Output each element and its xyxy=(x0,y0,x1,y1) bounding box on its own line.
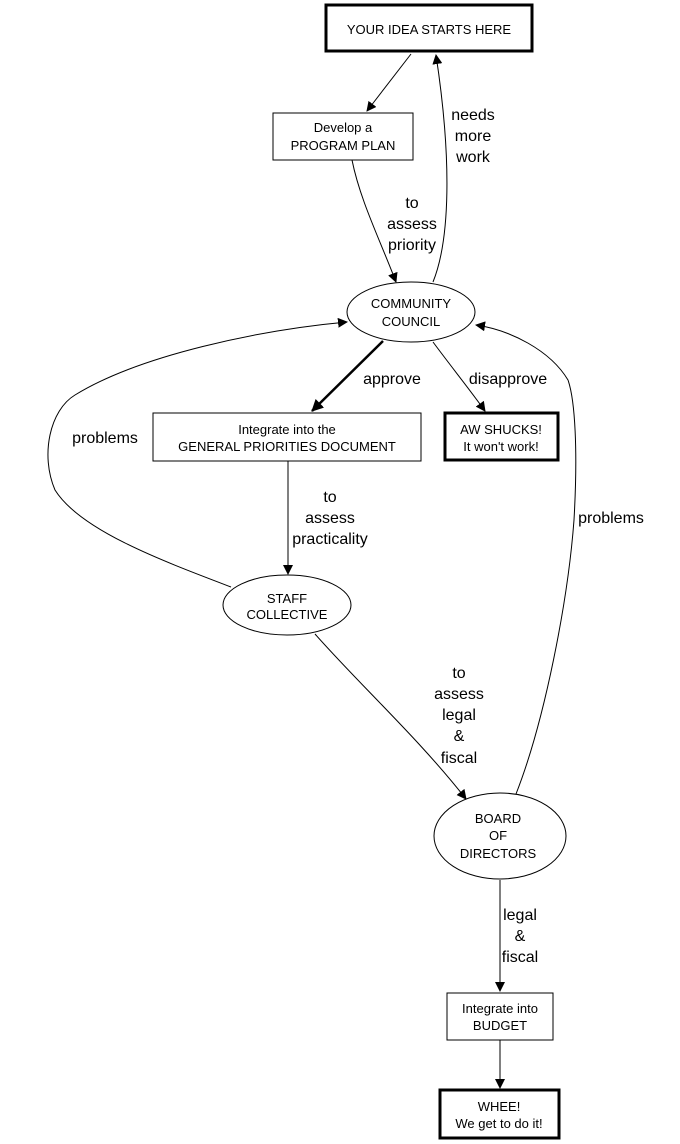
label-line: fiscal xyxy=(441,750,477,767)
node-board-line-3: DIRECTORS xyxy=(460,846,537,861)
label-line: assess xyxy=(305,510,355,527)
node-plan: Develop a PROGRAM PLAN xyxy=(272,112,414,161)
edge-label-disapprove: disapprove xyxy=(469,371,547,388)
node-shucks: AW SHUCKS! It won't work! xyxy=(443,411,560,462)
edge-plan-to-council xyxy=(351,159,398,283)
edge-label-assess-legal-fiscal: to assess legal & fiscal xyxy=(434,665,484,767)
label-line: problems xyxy=(578,510,644,527)
node-gpd-line-1: Integrate into the xyxy=(238,422,336,437)
node-budget-line-1: Integrate into xyxy=(462,1001,538,1016)
label-line: & xyxy=(515,928,526,945)
node-council-line-2: COUNCIL xyxy=(382,314,441,329)
label-line: priority xyxy=(388,237,436,254)
edges xyxy=(47,53,577,1089)
node-whee: WHEE! We get to do it! xyxy=(438,1088,561,1140)
label-line: needs xyxy=(451,107,495,124)
node-staff-line-2: COLLECTIVE xyxy=(247,607,328,622)
node-staff-line-1: STAFF xyxy=(267,591,307,606)
edge-label-needs-more-work: needs more work xyxy=(451,107,495,166)
label-line: assess xyxy=(387,216,437,233)
node-idea: YOUR IDEA STARTS HERE xyxy=(324,3,534,53)
edge-council-to-gpd xyxy=(311,340,384,412)
label-line: assess xyxy=(434,686,484,703)
edge-label-approve: approve xyxy=(363,371,421,388)
node-plan-line-2: PROGRAM PLAN xyxy=(291,138,396,153)
edge-label-assess-priority: to assess priority xyxy=(387,195,437,254)
node-gpd-line-2: GENERAL PRIORITIES DOCUMENT xyxy=(178,439,396,454)
label-line: more xyxy=(455,128,492,145)
node-shucks-line-2: It won't work! xyxy=(463,439,538,454)
label-line: practicality xyxy=(292,531,368,548)
edge-council-to-shucks xyxy=(432,341,486,412)
label-line: disapprove xyxy=(469,371,547,388)
label-line: to xyxy=(323,489,336,506)
node-council: COMMUNITY COUNCIL xyxy=(346,281,476,343)
node-budget-line-2: BUDGET xyxy=(473,1018,527,1033)
node-board-line-1: BOARD xyxy=(475,811,521,826)
label-line: to xyxy=(452,665,465,682)
edge-label-legal-fiscal: legal & fiscal xyxy=(502,907,538,966)
edge-label-problems-right: problems xyxy=(578,510,644,527)
node-council-line-1: COMMUNITY xyxy=(371,296,451,311)
node-idea-line-1: YOUR IDEA STARTS HERE xyxy=(347,22,512,37)
edge-board-to-council xyxy=(475,321,577,795)
edge-staff-to-council xyxy=(47,317,348,588)
node-whee-line-2: We get to do it! xyxy=(455,1116,542,1131)
node-staff: STAFF COLLECTIVE xyxy=(222,574,352,636)
label-line: & xyxy=(454,728,465,745)
edge-idea-to-plan xyxy=(366,53,412,112)
label-line: legal xyxy=(442,707,476,724)
node-board-line-2: OF xyxy=(489,828,507,843)
node-board: BOARD OF DIRECTORS xyxy=(433,792,567,880)
label-line: problems xyxy=(72,430,138,447)
edge-council-to-idea xyxy=(432,54,448,283)
node-shucks-line-1: AW SHUCKS! xyxy=(460,422,542,437)
edge-staff-to-board xyxy=(314,633,467,800)
label-line: to xyxy=(405,195,418,212)
edge-label-assess-practicality: to assess practicality xyxy=(292,489,368,548)
label-line: work xyxy=(455,149,491,166)
node-plan-line-1: Develop a xyxy=(314,120,373,135)
edge-label-problems-left: problems xyxy=(72,430,138,447)
node-budget: Integrate into BUDGET xyxy=(446,992,554,1041)
node-gpd: Integrate into the GENERAL PRIORITIES DO… xyxy=(152,412,422,462)
label-line: approve xyxy=(363,371,421,388)
label-line: fiscal xyxy=(502,949,538,966)
node-whee-line-1: WHEE! xyxy=(478,1099,521,1114)
label-line: legal xyxy=(503,907,537,924)
